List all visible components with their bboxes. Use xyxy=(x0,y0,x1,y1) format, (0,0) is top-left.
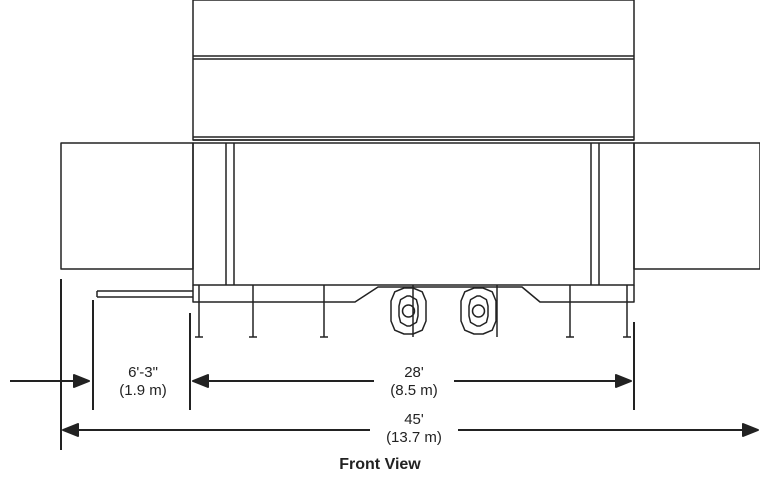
dim-body-label: 28' (8.5 m) xyxy=(374,364,454,400)
roof-box xyxy=(192,0,635,141)
dim-side-arrow xyxy=(10,374,90,388)
dim-body-metric: (8.5 m) xyxy=(390,382,438,399)
dim-body-imperial: 28' xyxy=(404,364,424,381)
dim-overall-metric: (13.7 m) xyxy=(386,429,442,446)
dim-side-label: 6'-3" (1.9 m) xyxy=(100,364,186,400)
trailer-body xyxy=(192,142,635,286)
dim-side-metric: (1.9 m) xyxy=(119,382,167,399)
dim-side-imperial: 6'-3" xyxy=(128,364,158,381)
wheel-right xyxy=(460,285,498,337)
right-wing-panel xyxy=(633,142,760,270)
dim-overall-label: 45' (13.7 m) xyxy=(370,411,458,447)
figure-caption: Front View xyxy=(339,456,421,473)
wheel-left xyxy=(390,285,427,337)
left-wing-panel xyxy=(60,142,194,270)
chassis-frame xyxy=(192,285,635,303)
leveling-jacks xyxy=(195,285,631,338)
dim-overall-imperial: 45' xyxy=(404,411,424,428)
